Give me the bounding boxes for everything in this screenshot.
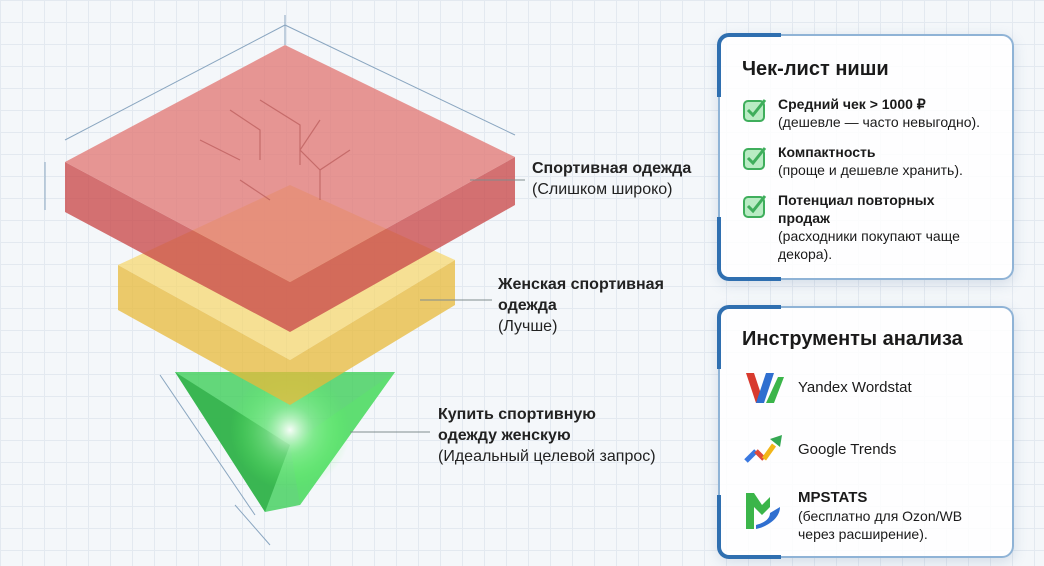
item-title: Средний чек > 1000 ₽ — [778, 96, 926, 112]
google-trends-logo-icon — [744, 435, 782, 463]
layer-label-broad: Спортивная одежда (Слишком широко) — [532, 158, 691, 200]
checklist-item: Средний чек > 1000 ₽ (дешевле — часто нев… — [742, 95, 990, 131]
checklist-item: Потенциал повторных продаж(расходники по… — [742, 191, 990, 263]
checkbox-checked-icon — [743, 99, 767, 122]
funnel-diagram — [44, 15, 525, 546]
item-note: (проще и дешевле хранить). — [778, 162, 963, 178]
checkbox-checked-icon — [743, 195, 767, 218]
layer-title: одежда — [498, 297, 557, 314]
mpstats-logo-icon — [746, 493, 780, 529]
tool-name: Google Trends — [798, 440, 897, 458]
tool-name: MPSTATS — [798, 489, 868, 506]
layer-title: одежду женскую — [438, 427, 571, 444]
tool-item: Yandex Wordstat — [742, 365, 990, 409]
checklist-card: Чек-лист ниши Средний чек > 1000 ₽ (дешев… — [717, 33, 1014, 281]
tools-card: Инструменты анализа Yandex Wordstat Goog… — [717, 305, 1014, 559]
tool-item: Google Trends — [742, 427, 990, 471]
item-title: Компактность — [778, 144, 876, 160]
layer-note: (Лучше) — [498, 318, 558, 335]
tool-note: (бесплатно для Ozon/WB через расширение)… — [798, 508, 963, 542]
tool-item: MPSTATS (бесплатно для Ozon/WB через расш… — [742, 489, 990, 543]
layer-title: Женская спортивная — [498, 276, 664, 293]
item-note: (дешевле — часто невыгодно). — [778, 114, 981, 130]
red-layer — [65, 45, 515, 332]
dimension-lines — [44, 15, 516, 546]
layer-label-better: Женская спортивная одежда (Лучше) — [498, 274, 664, 337]
tools-title: Инструменты анализа — [742, 328, 963, 350]
layer-title: Купить спортивную — [438, 406, 596, 423]
leader-lines — [350, 179, 525, 433]
item-note: (расходники покупают чаще декора). — [778, 228, 960, 262]
layer-note: (Слишком широко) — [532, 181, 673, 198]
layer-title: Спортивная одежда — [532, 160, 692, 177]
wordstat-logo-icon — [746, 373, 784, 403]
green-layer — [175, 370, 395, 512]
checklist-item: Компактность (проще и дешевле хранить). — [742, 143, 990, 179]
layer-note: (Идеальный целевой запрос) — [438, 448, 656, 465]
checkbox-checked-icon — [743, 147, 767, 170]
checklist-title: Чек-лист ниши — [742, 58, 889, 80]
item-title: Потенциал повторных продаж — [778, 192, 935, 226]
layer-label-ideal: Купить спортивную одежду женскую (Идеаль… — [438, 404, 656, 467]
tool-name: Yandex Wordstat — [798, 378, 912, 396]
